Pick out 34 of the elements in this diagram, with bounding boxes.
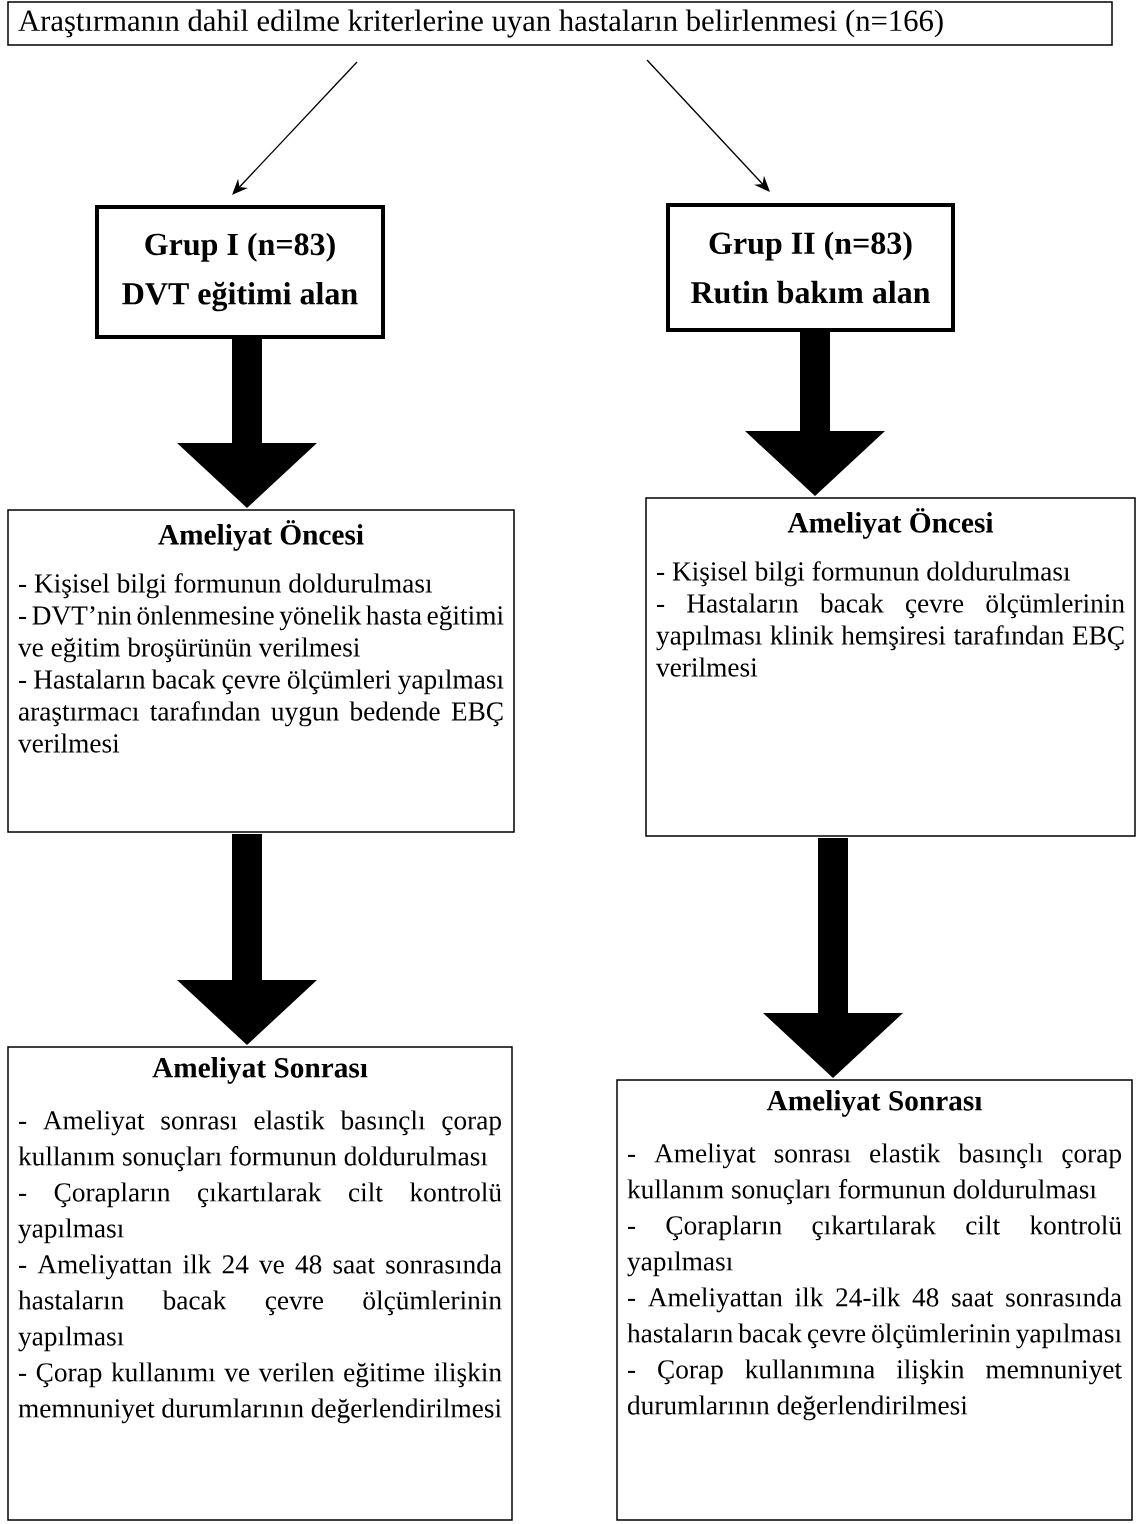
arrow — [232, 61, 358, 195]
box-heading: Ameliyat Sonrası — [766, 1090, 982, 1117]
list-item: - Çorap kullanımı ve verilen eğitime ilişkin memnuniyet durumlarının değerlendirilmesi — [18, 1362, 502, 1424]
block-arrow — [763, 838, 903, 1078]
box-heading: Ameliyat Sonrası — [152, 1057, 368, 1084]
top-box: Araştırmanın dahil edilme kriterlerine uyan hastaların belirlenmesi (n=166) — [7, 1, 1113, 46]
list-item: - Çorapların çıkartılarak cilt kontrolü yapılması — [627, 1215, 1122, 1277]
box-heading: Ameliyat Öncesi — [158, 520, 364, 551]
step-box — [616, 1079, 1133, 1521]
group-box — [95, 205, 385, 339]
list-item: - Ameliyat sonrası elastik basınçlı çorap kullanım sonuçları formunun doldurulması — [18, 1110, 501, 1172]
step-box — [7, 509, 515, 833]
list-item: - Hastaların bacak çevre ölçümleri yapılması araştırmacı tarafından uygun bedende EBÇ verilmesi — [18, 669, 504, 753]
list-item: - Çorapların çıkartılarak cilt kontrolü yapılması — [18, 1182, 502, 1244]
list-item: - Kişisel bilgi formunun doldurulması — [657, 561, 1071, 587]
list-item: - Çorap kullanımına ilişkin memnuniyet durumlarının değerlendirilmesi — [628, 1359, 1122, 1421]
step-box — [645, 497, 1136, 837]
block-arrow — [177, 339, 317, 508]
group-box — [666, 203, 955, 332]
group-label: Rutin bakım alan — [691, 280, 930, 304]
block-arrow — [745, 332, 885, 496]
list-item: - Hastaların bacak çevre ölçümlerinin yapılması klinik hemşiresi tarafından EBÇ verilmesi — [656, 593, 1125, 677]
list-item: - Kişisel bilgi formunun doldurulması — [19, 573, 433, 599]
list-item: - DVT’nin önlenmesine yönelik hasta eğitimi ve eğitim broşürünün verilmesi — [18, 605, 504, 663]
step-box — [7, 1046, 513, 1521]
box-heading: Ameliyat Öncesi — [787, 508, 994, 539]
list-item: - Ameliyat sonrası elastik basınçlı çorap kullanım sonuçları formunun doldurulması — [627, 1143, 1121, 1205]
block-arrow — [177, 834, 317, 1045]
group-label: Grup II (n=83) — [709, 231, 912, 261]
arrow — [646, 59, 770, 192]
group-label: DVT eğitimi alan — [122, 281, 358, 312]
list-item: - Ameliyattan ilk 24-ilk 48 saat sonrasında hastaların bacak çevre ölçümlerinin yapılması — [627, 1287, 1122, 1349]
group-label: Grup I (n=83) — [145, 232, 335, 262]
list-item: - Ameliyattan ilk 24 ve 48 saat sonrasında hastaların bacak çevre ölçümlerinin yapılması — [18, 1254, 502, 1352]
